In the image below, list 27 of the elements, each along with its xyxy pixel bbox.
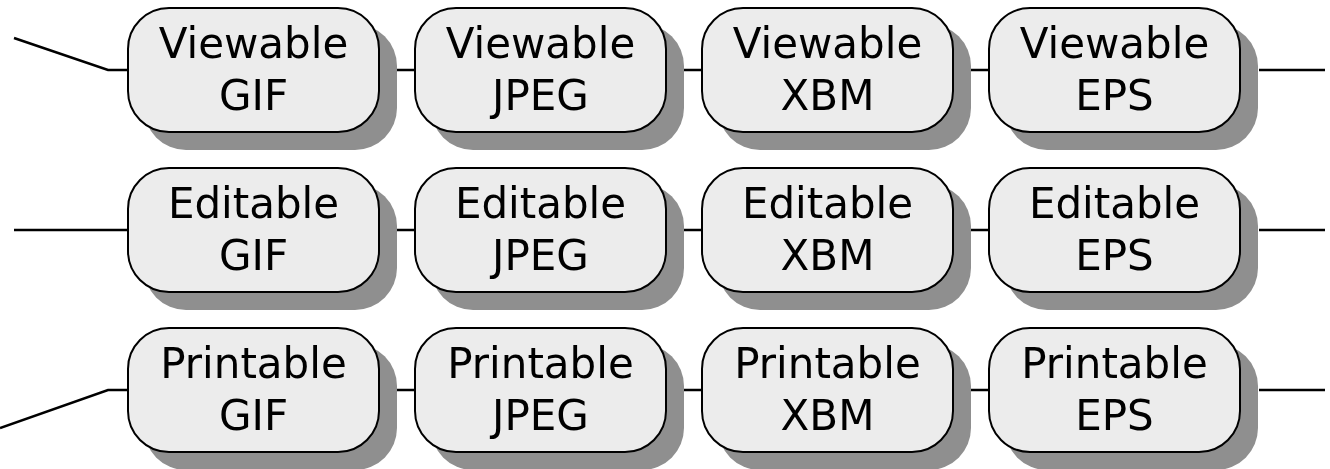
box-label: Editable [167,178,340,230]
box-label: Viewable [445,18,636,70]
box-label: Editable [454,178,627,230]
box-label: Viewable [158,18,349,70]
connector-line [1259,228,1325,232]
box-label: XBM [780,230,875,282]
box-label: Editable [1028,178,1201,230]
box-label: EPS [1075,390,1154,442]
box-label: XBM [780,390,875,442]
connector-line [1259,68,1325,72]
box-label: Viewable [732,18,923,70]
box-label: Editable [741,178,914,230]
box-label: Printable [160,338,347,390]
box-label: Printable [447,338,634,390]
box-label: GIF [218,70,289,122]
box-label: EPS [1075,230,1154,282]
box-label: EPS [1075,70,1154,122]
box-label: XBM [780,70,875,122]
box-label: Viewable [1019,18,1210,70]
box-label: GIF [218,230,289,282]
connector-line [14,228,127,232]
box-label: Printable [734,338,921,390]
connector-line [13,36,127,72]
box-label: GIF [218,390,289,442]
connector-line [0,388,127,430]
connector-line [1259,388,1325,392]
box-label: Printable [1021,338,1208,390]
